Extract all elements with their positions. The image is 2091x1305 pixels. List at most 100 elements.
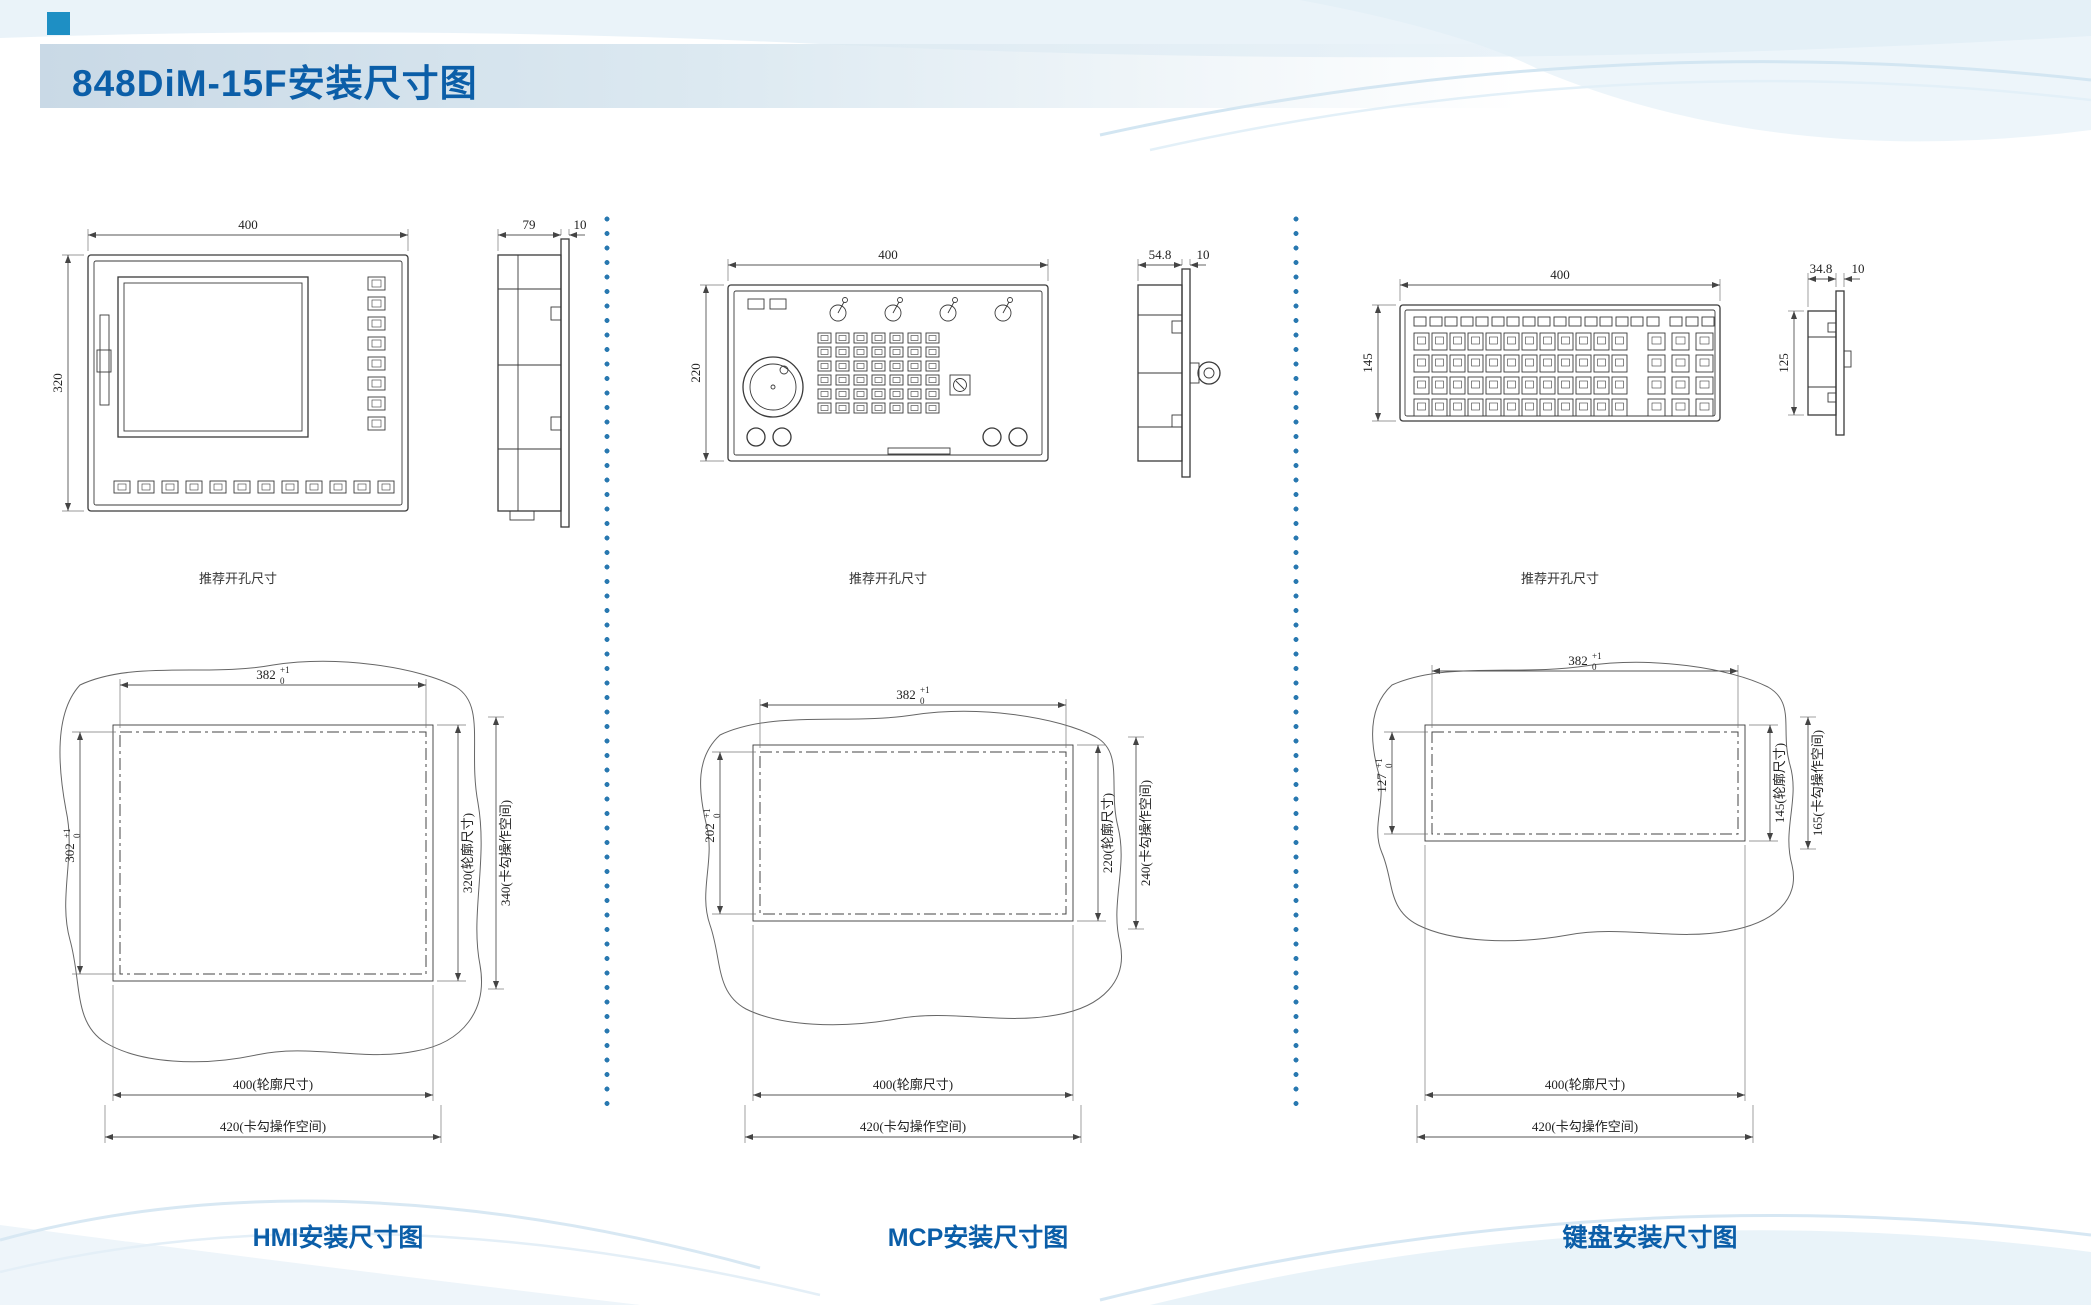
hmi-caption: HMI安装尺寸图 [252,1224,424,1252]
outline-height-label: 320(轮廓尺寸) [460,813,475,893]
outline-width-label: 400(轮廓尺寸) [1545,1077,1625,1092]
outline-height-label: 220(轮廓尺寸) [1100,793,1115,873]
cutout-width-dim: 382 [1568,653,1588,668]
hmi-front-view [87,254,409,512]
cutout-width-dim: 382 [896,687,916,702]
mcp-height-dim: 220 [688,363,703,383]
hmi-side-slider [99,314,110,406]
connector-base [1843,350,1852,368]
clamp-width-label: 420(卡勾操作空间) [220,1119,326,1134]
keyboard-depth-dim: 34.8 [1810,261,1833,276]
cutout-height-tol-dn: 0 [1384,763,1394,768]
indicator-window [747,298,765,310]
keyboard-main-keys [1413,332,1628,417]
clamp-height-label: 340(卡勾操作空间) [498,800,513,906]
panel-sheet-outline [700,710,1122,1026]
cutout-height-tol-dn: 0 [72,833,82,838]
cutout-note: 推荐开孔尺寸 [1521,571,1599,586]
outline-height-label: 145(轮廓尺寸) [1772,743,1787,823]
title-banner: 848DiM-15F安装尺寸图 [40,44,1520,108]
cutout-height-tol-up: +1 [1374,758,1384,768]
mcp-override-knob [949,374,971,396]
mount-hook [550,306,562,321]
cutout-height-dim-group: 202 +1 0 [702,808,722,842]
mounting-panel [1181,268,1191,478]
round-button [772,427,792,447]
keyboard-side-height-dim: 125 [1776,353,1791,373]
keyboard-side-view [1807,290,1852,436]
cutout-width-tol-up: +1 [280,665,290,675]
clamp-width-label: 420(卡勾操作空间) [1532,1119,1638,1134]
column-separator-dotted [604,215,610,1110]
hmi-depth-dim: 79 [523,217,536,232]
round-button [982,427,1002,447]
cutout-height-tol-up: +1 [62,828,72,838]
mcp-caption: MCP安装尺寸图 [887,1224,1069,1252]
cutout-rect [119,731,427,975]
mcp-side-dimensions: 54.8 10 [1137,247,1210,281]
outline-rect [752,744,1074,922]
mcp-side-view [1137,268,1221,478]
round-connector [1197,361,1221,385]
outline-width-label: 400(轮廓尺寸) [233,1077,313,1092]
hmi-side-dimensions: 79 10 [497,217,587,251]
mounting-panel [560,238,570,528]
keyboard-caption: 键盘安装尺寸图 [1562,1224,1738,1252]
cutout-height-dim: 302 [62,843,77,863]
mcp-cutout-diagram: 382 +1 0 202 +1 0 220(轮廓尺寸) 240(卡勾操作空间) … [700,685,1153,1143]
corner-accent-square [47,12,70,35]
cutout-height-dim-group: 127 +1 0 [1374,758,1394,792]
panel-sheet-outline [59,660,482,1063]
keyboard-side-dimensions: 34.8 10 125 [1776,261,1865,416]
mcp-front-view [727,284,1049,462]
round-button [1008,427,1028,447]
hmi-screen [123,282,303,432]
mcp-selector-knobs [829,297,1013,322]
cutout-width-dim: 382 [256,667,276,682]
page-title: 848DiM-15F安装尺寸图 [72,63,478,104]
mount-hook [1827,322,1837,333]
mount-hook [1171,320,1183,334]
mount-hook [550,416,562,431]
mounting-panel [1835,290,1845,436]
hmi-right-key-column [367,276,386,431]
cutout-note: 推荐开孔尺寸 [849,571,927,586]
outline-rect [1424,724,1746,842]
cutout-width-tol-dn: 0 [920,696,925,706]
mcp-drawing: 400 220 54.8 10 推荐开孔尺寸 382 +1 0 [688,247,1221,1143]
hmi-panel-dim: 10 [574,217,587,232]
hmi-front-dimensions: 400 320 [50,217,409,512]
keyboard-panel-dim: 10 [1852,261,1865,276]
keyboard-width-dim: 400 [1550,267,1570,282]
round-button [746,427,766,447]
hmi-bottom-stub [509,510,535,521]
mcp-handwheel [742,356,804,418]
outline-width-label: 400(轮廓尺寸) [873,1077,953,1092]
outline-rect [112,724,434,982]
cutout-rect [759,751,1067,915]
hmi-width-dim: 400 [238,217,258,232]
mcp-button-grid [817,332,940,414]
cutout-height-tol-up: +1 [702,808,712,818]
clamp-height-label: 165(卡勾操作空间) [1810,730,1825,836]
clamp-width-label: 420(卡勾操作空间) [860,1119,966,1134]
cutout-note: 推荐开孔尺寸 [199,571,277,586]
keyboard-right-key-block [1647,332,1714,417]
connector-base [1189,362,1200,384]
keyboard-front-dimensions: 400 145 [1360,267,1721,422]
cutout-width-tol-dn: 0 [1592,662,1597,672]
keyboard-drawing: 400 145 34.8 10 125 推荐开孔尺寸 382 +1 0 [1360,261,1865,1143]
keyboard-height-dim: 145 [1360,353,1375,373]
cutout-height-dim: 202 [702,823,717,843]
mount-hook [1171,414,1183,428]
mcp-front-dimensions: 400 220 [688,247,1049,462]
hmi-height-dim: 320 [50,373,65,393]
mcp-depth-dim: 54.8 [1149,247,1172,262]
cutout-rect [1431,731,1739,835]
cutout-width-tol-up: +1 [920,685,930,695]
hmi-cutout-diagram: 382 +1 0 302 +1 0 320(轮廓尺寸) 340(卡勾操作空间) … [59,660,513,1143]
keyboard-cutout-diagram: 382 +1 0 127 +1 0 145(轮廓尺寸) 165(卡勾操作空间) … [1372,651,1825,1143]
mcp-panel-dim: 10 [1197,247,1210,262]
hmi-side-view [497,238,570,528]
hmi-screen-bezel [117,276,309,438]
